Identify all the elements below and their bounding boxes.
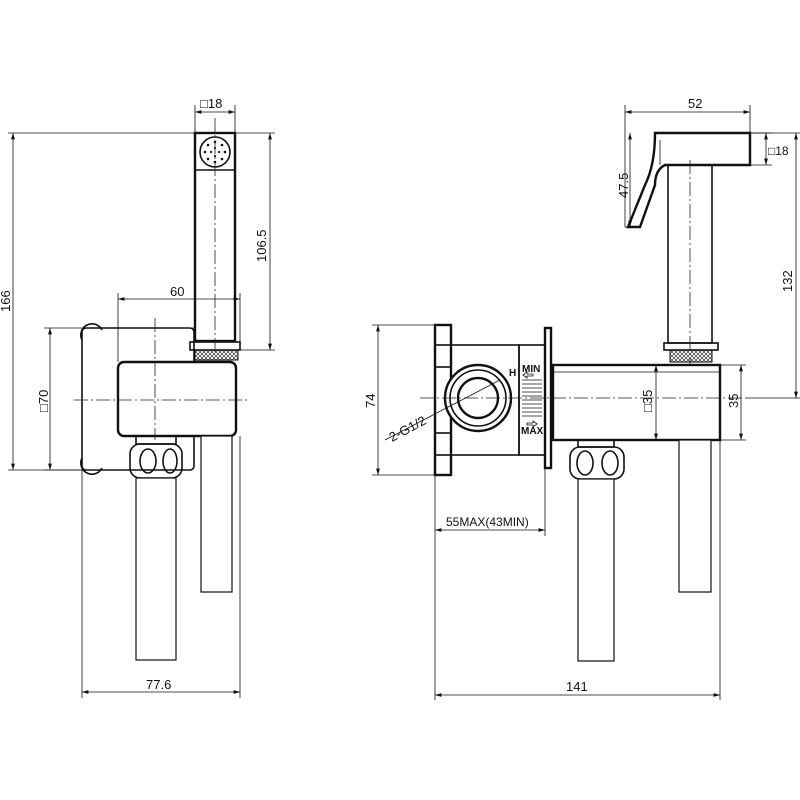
supply-hose <box>135 477 177 661</box>
dimension-label: □70 <box>36 390 51 412</box>
arrow-left-icon <box>522 371 534 379</box>
dimension-label: □35 <box>640 390 655 412</box>
dimension-install-depth: 55MAX(43MIN) <box>434 468 546 700</box>
thread-leader <box>384 379 501 441</box>
dimension-label: 55MAX(43MIN) <box>446 515 529 529</box>
dimension-plate-square: □70 <box>36 327 195 471</box>
dimension-label: □18 <box>768 144 789 158</box>
arrow-right-icon <box>526 420 538 428</box>
dimension-label: 60 <box>170 284 184 299</box>
dimension-body-square: □35 <box>640 365 658 440</box>
depth-scale <box>522 379 542 417</box>
spray-head <box>626 131 752 363</box>
dimension-label: 74 <box>363 394 378 408</box>
thread-label: 2-G1/2 <box>386 413 428 445</box>
supply-hose <box>577 478 615 662</box>
outlet-body <box>551 363 722 442</box>
front-view: □18 166 106.5 60 □70 <box>0 96 275 698</box>
max-marker: MAX <box>521 426 544 437</box>
handset-hose <box>678 439 712 593</box>
dimension-label: 35 <box>726 394 741 408</box>
dimension-body-height: 35 <box>720 364 746 441</box>
dimension-label: 52 <box>688 96 702 111</box>
dimension-total-width: 77.6 <box>81 436 241 698</box>
handset-hose <box>200 435 233 593</box>
dimension-handset-square: □18 <box>194 96 236 133</box>
dimension-label: 47.5 <box>616 173 631 198</box>
dimension-head-to-axis: 132 <box>745 132 800 399</box>
valve-body: H MIN MAX <box>433 323 553 477</box>
dimension-valve-height: 74 <box>363 324 435 476</box>
hot-marker: H <box>509 368 516 379</box>
dimension-handset-length: 106.5 <box>235 132 275 351</box>
dimension-label: 77.6 <box>146 677 171 692</box>
dimension-label: 166 <box>0 290 13 312</box>
min-marker: MIN <box>522 364 540 375</box>
dimension-head-square: □18 <box>750 132 789 166</box>
dimension-total-depth: 141 <box>435 440 721 700</box>
dimension-label: 132 <box>780 270 795 292</box>
dimension-label: 141 <box>566 679 588 694</box>
hose-connector <box>569 439 625 480</box>
dimension-total-height: 166 <box>0 132 195 471</box>
dimension-head-length: 52 <box>624 96 751 227</box>
dimension-label: 106.5 <box>254 229 269 262</box>
dimension-offset: 60 <box>117 284 241 362</box>
holder-body <box>116 360 238 438</box>
dimension-lever-height: 47.5 <box>616 133 640 228</box>
dimension-label: □18 <box>200 96 222 111</box>
side-view: H MIN MAX 2-G1/2 52 <box>363 96 800 700</box>
hose-connector <box>129 435 183 479</box>
